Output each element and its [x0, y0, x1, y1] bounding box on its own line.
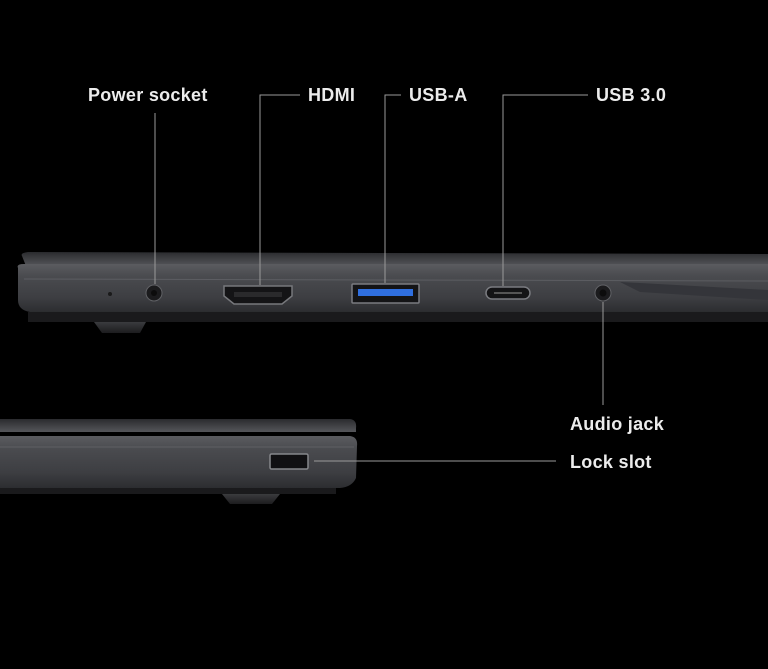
usb-3-label: USB 3.0: [596, 85, 667, 105]
power-socket-port: [145, 284, 163, 302]
usb-3-port: [485, 286, 531, 300]
laptop-right-side: [0, 419, 358, 504]
indicator-led: [108, 292, 112, 296]
laptop-lid-edge: [21, 252, 768, 266]
leader-hdmi: [259, 94, 300, 285]
hdmi-port: [223, 285, 293, 305]
leader-usb-a: [384, 94, 401, 283]
laptop-foot-2: [222, 494, 280, 504]
lock-slot-port: [269, 453, 309, 470]
usb-a-label: USB-A: [409, 85, 468, 105]
leader-usb-3: [502, 94, 588, 286]
usb-a-port: [351, 283, 420, 304]
power-socket-label: Power socket: [88, 85, 208, 105]
laptop-base-body-2: [0, 436, 358, 488]
lock-slot-label: Lock slot: [570, 452, 652, 472]
hdmi-label: HDMI: [308, 85, 356, 105]
laptop-base-underside: [28, 312, 768, 322]
laptop-foot: [94, 322, 146, 333]
audio-jack-label: Audio jack: [570, 414, 665, 434]
laptop-lid-edge-2: [0, 419, 357, 432]
leader-lines: [154, 94, 604, 462]
audio-jack-port: [594, 284, 612, 302]
laptop-left-side: [17, 252, 768, 333]
